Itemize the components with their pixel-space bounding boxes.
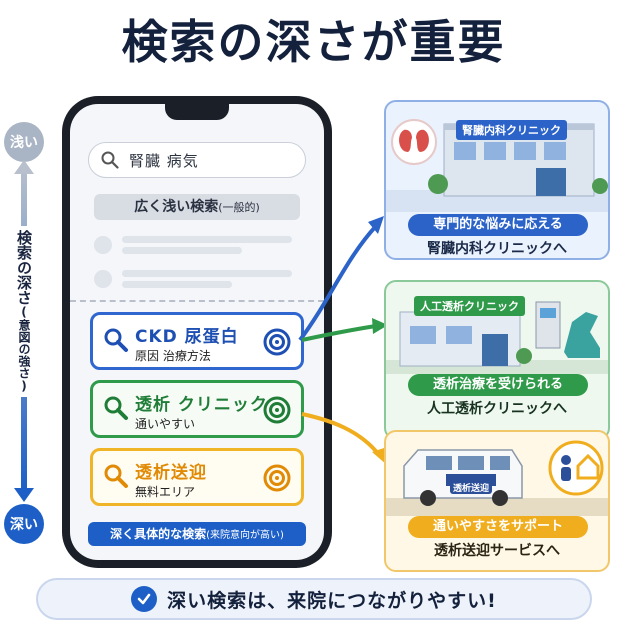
card-main-text: 透析送迎: [135, 463, 207, 483]
result-kidney-clinic: 腎臓内科クリニック 専門的な悩みに応える 腎臓内科クリニックへ: [384, 100, 610, 260]
search-icon: [104, 464, 128, 488]
depth-label-sub: (意図の強さ): [17, 305, 31, 393]
broad-search-label: 広く浅い検索(一般的): [94, 194, 300, 220]
placeholder-result: [94, 266, 292, 292]
arrow-to-transport: [301, 412, 382, 458]
arrow-head-icon: [368, 216, 384, 234]
card-main-text: 透析 クリニック: [135, 395, 268, 415]
van-sign: 透析送迎: [450, 481, 493, 494]
arrow-up-icon: [14, 160, 34, 174]
deep-search-label: 深く具体的な検索(来院意向が高い): [88, 522, 306, 546]
result-dialysis-clinic: 人工透析クリニック 透析治療を受けられる 人工透析クリニックへ: [384, 280, 610, 440]
result-main-text: 透析送迎サービスへ: [434, 543, 560, 559]
depth-label-main: 検索の深さ: [15, 230, 33, 305]
card-sub-text: 無料エリア: [135, 485, 196, 499]
clinic-building-illustration: [386, 119, 608, 212]
depth-shallow-badge: 浅い: [4, 122, 44, 162]
target-icon: [263, 328, 291, 356]
search-card-clinic[interactable]: 透析 クリニック 通いやすい: [90, 380, 304, 438]
clinic-sign: 腎臓内科クリニック: [456, 120, 567, 140]
arrow-head-icon: [372, 318, 388, 334]
deep-label-main: 深く具体的な検索: [110, 527, 207, 541]
transport-van-illustration: [386, 440, 608, 516]
broad-label-sub: (一般的): [218, 201, 260, 214]
result-badge: 通いやすさをサポート: [408, 516, 588, 538]
target-icon: [263, 396, 291, 424]
result-main-text: 腎臓内科クリニックへ: [427, 241, 567, 257]
depth-deep-badge: 深い: [4, 504, 44, 544]
clinic-sign: 人工透析クリニック: [414, 296, 525, 316]
search-card-transport[interactable]: 透析送迎 無料エリア: [90, 448, 304, 506]
result-main-text: 人工透析クリニックへ: [427, 401, 567, 417]
depth-axis-label: 検索の深さ(意図の強さ): [12, 226, 36, 397]
phone-screen: 腎臓 病気 広く浅い検索(一般的) CKD 尿蛋白 原因 治療方法 透析 クリニ…: [70, 104, 324, 560]
depth-divider: [70, 300, 324, 302]
card-sub-text: 原因 治療方法: [135, 349, 211, 363]
arrow-down-icon: [14, 488, 34, 502]
search-icon: [101, 151, 119, 169]
phone-mockup: 腎臓 病気 広く浅い検索(一般的) CKD 尿蛋白 原因 治療方法 透析 クリニ…: [62, 96, 332, 568]
result-badge: 透析治療を受けられる: [408, 374, 588, 396]
phone-notch: [165, 104, 229, 120]
check-icon: [131, 586, 158, 612]
search-icon: [104, 328, 128, 352]
conclusion-text: 深い検索は、来院につながりやすい!: [167, 589, 497, 612]
arrow-head-icon: [372, 448, 387, 465]
card-main-text: CKD 尿蛋白: [135, 327, 239, 347]
deep-label-sub: (来院意向が高い): [206, 530, 284, 541]
search-bar[interactable]: 腎臓 病気: [88, 142, 306, 178]
search-icon: [104, 396, 128, 420]
page-title: 検索の深さが重要: [121, 15, 506, 69]
broad-label-main: 広く浅い検索: [134, 199, 219, 215]
result-badge: 専門的な悩みに応える: [408, 214, 588, 236]
conclusion-banner: 深い検索は、来院につながりやすい!: [36, 578, 592, 620]
dialysis-clinic-illustration: [386, 301, 608, 374]
search-card-ckd[interactable]: CKD 尿蛋白 原因 治療方法: [90, 312, 304, 370]
search-query: 腎臓 病気: [129, 151, 199, 170]
result-transport-service: 透析送迎 通いやすさをサポート 透析送迎サービスへ: [384, 430, 610, 572]
arrow-to-kidney-clinic: [298, 224, 378, 342]
placeholder-result: [94, 232, 292, 258]
card-sub-text: 通いやすい: [135, 417, 196, 431]
arrow-to-dialysis-clinic: [301, 324, 377, 342]
target-icon: [263, 464, 291, 492]
